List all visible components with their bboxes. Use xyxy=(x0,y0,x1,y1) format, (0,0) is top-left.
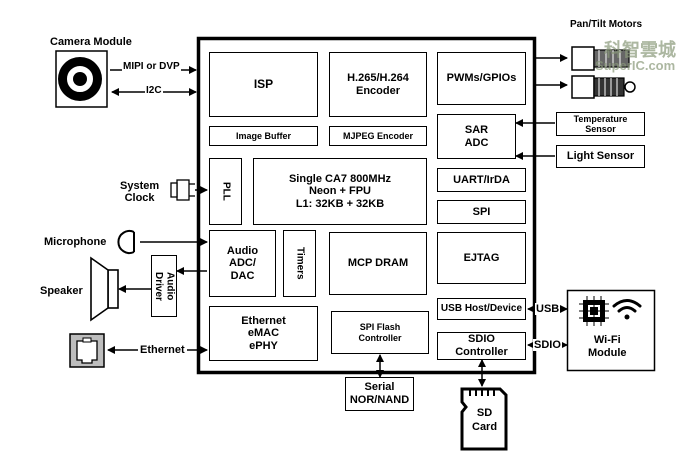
usb-host-device-block: USB Host/Device xyxy=(437,298,526,320)
microphone-icon xyxy=(117,230,135,254)
isp-block: ISP xyxy=(209,52,318,117)
usb-label: USB xyxy=(535,303,561,315)
mcp-dram-block: MCP DRAM xyxy=(329,232,427,295)
spi-flash-controller-block: SPI Flash Controller xyxy=(331,311,429,354)
temperature-sensor-box: Temperature Sensor xyxy=(556,112,645,136)
motor-icon-top xyxy=(571,46,630,71)
pll-label: PLL xyxy=(220,182,232,201)
ejtag-block: EJTAG xyxy=(437,232,526,284)
wifi-module-label: Wi-Fi Module xyxy=(588,334,627,359)
pwm-gpio-block: PWMs/GPIOs xyxy=(437,52,526,105)
sdio-label: SDIO xyxy=(533,339,562,351)
pan-tilt-label: Pan/Tilt Motors xyxy=(570,19,643,30)
sar-adc-block: SAR ADC xyxy=(437,114,516,159)
i2c-label: I2C xyxy=(145,85,163,96)
audio-driver-block: Audio Driver xyxy=(151,255,177,317)
camera-module-label: Camera Module xyxy=(50,36,132,48)
uart-irda-block: UART/IrDA xyxy=(437,168,526,192)
ethernet-port-icon xyxy=(69,333,105,368)
sdio-controller-block: SDIO Controller xyxy=(437,332,526,360)
wifi-icon xyxy=(612,299,642,320)
motor-icon-bottom xyxy=(571,75,636,99)
soc-frame xyxy=(196,36,537,375)
mjpeg-encoder-block: MJPEG Encoder xyxy=(329,126,427,146)
camera-icon xyxy=(55,50,108,108)
timers-label: Timers xyxy=(294,247,306,280)
system-clock-label: System Clock xyxy=(120,180,160,205)
mipi-dvp-label: MIPI or DVP xyxy=(122,61,181,72)
watermark-cn: 科智雲城 xyxy=(604,40,676,60)
sd-card-label: SD Card xyxy=(472,407,498,433)
pll-block: PLL xyxy=(209,158,242,225)
spi-block: SPI xyxy=(437,200,526,224)
speaker-icon xyxy=(90,256,119,322)
watermark-en: SuperIC.com xyxy=(595,58,676,73)
ethernet-label: Ethernet xyxy=(138,344,187,356)
encoder-block: H.265/H.264 Encoder xyxy=(329,52,427,117)
timers-block: Timers xyxy=(283,230,316,297)
cpu-block: Single CA7 800MHz Neon + FPU L1: 32KB + … xyxy=(253,158,427,225)
image-buffer-block: Image Buffer xyxy=(209,126,318,146)
speaker-label: Speaker xyxy=(40,285,83,297)
chip-icon xyxy=(579,296,609,326)
ethernet-block: Ethernet eMAC ePHY xyxy=(209,306,318,361)
crystal-oscillator-icon xyxy=(170,179,195,201)
sd-card-icon xyxy=(460,387,508,451)
microphone-label: Microphone xyxy=(44,236,107,248)
light-sensor-box: Light Sensor xyxy=(556,145,645,168)
audio-driver-label: Audio Driver xyxy=(153,271,176,301)
serial-flash-box: Serial NOR/NAND xyxy=(345,377,414,411)
audio-adc-dac-block: Audio ADC/ DAC xyxy=(209,230,276,297)
